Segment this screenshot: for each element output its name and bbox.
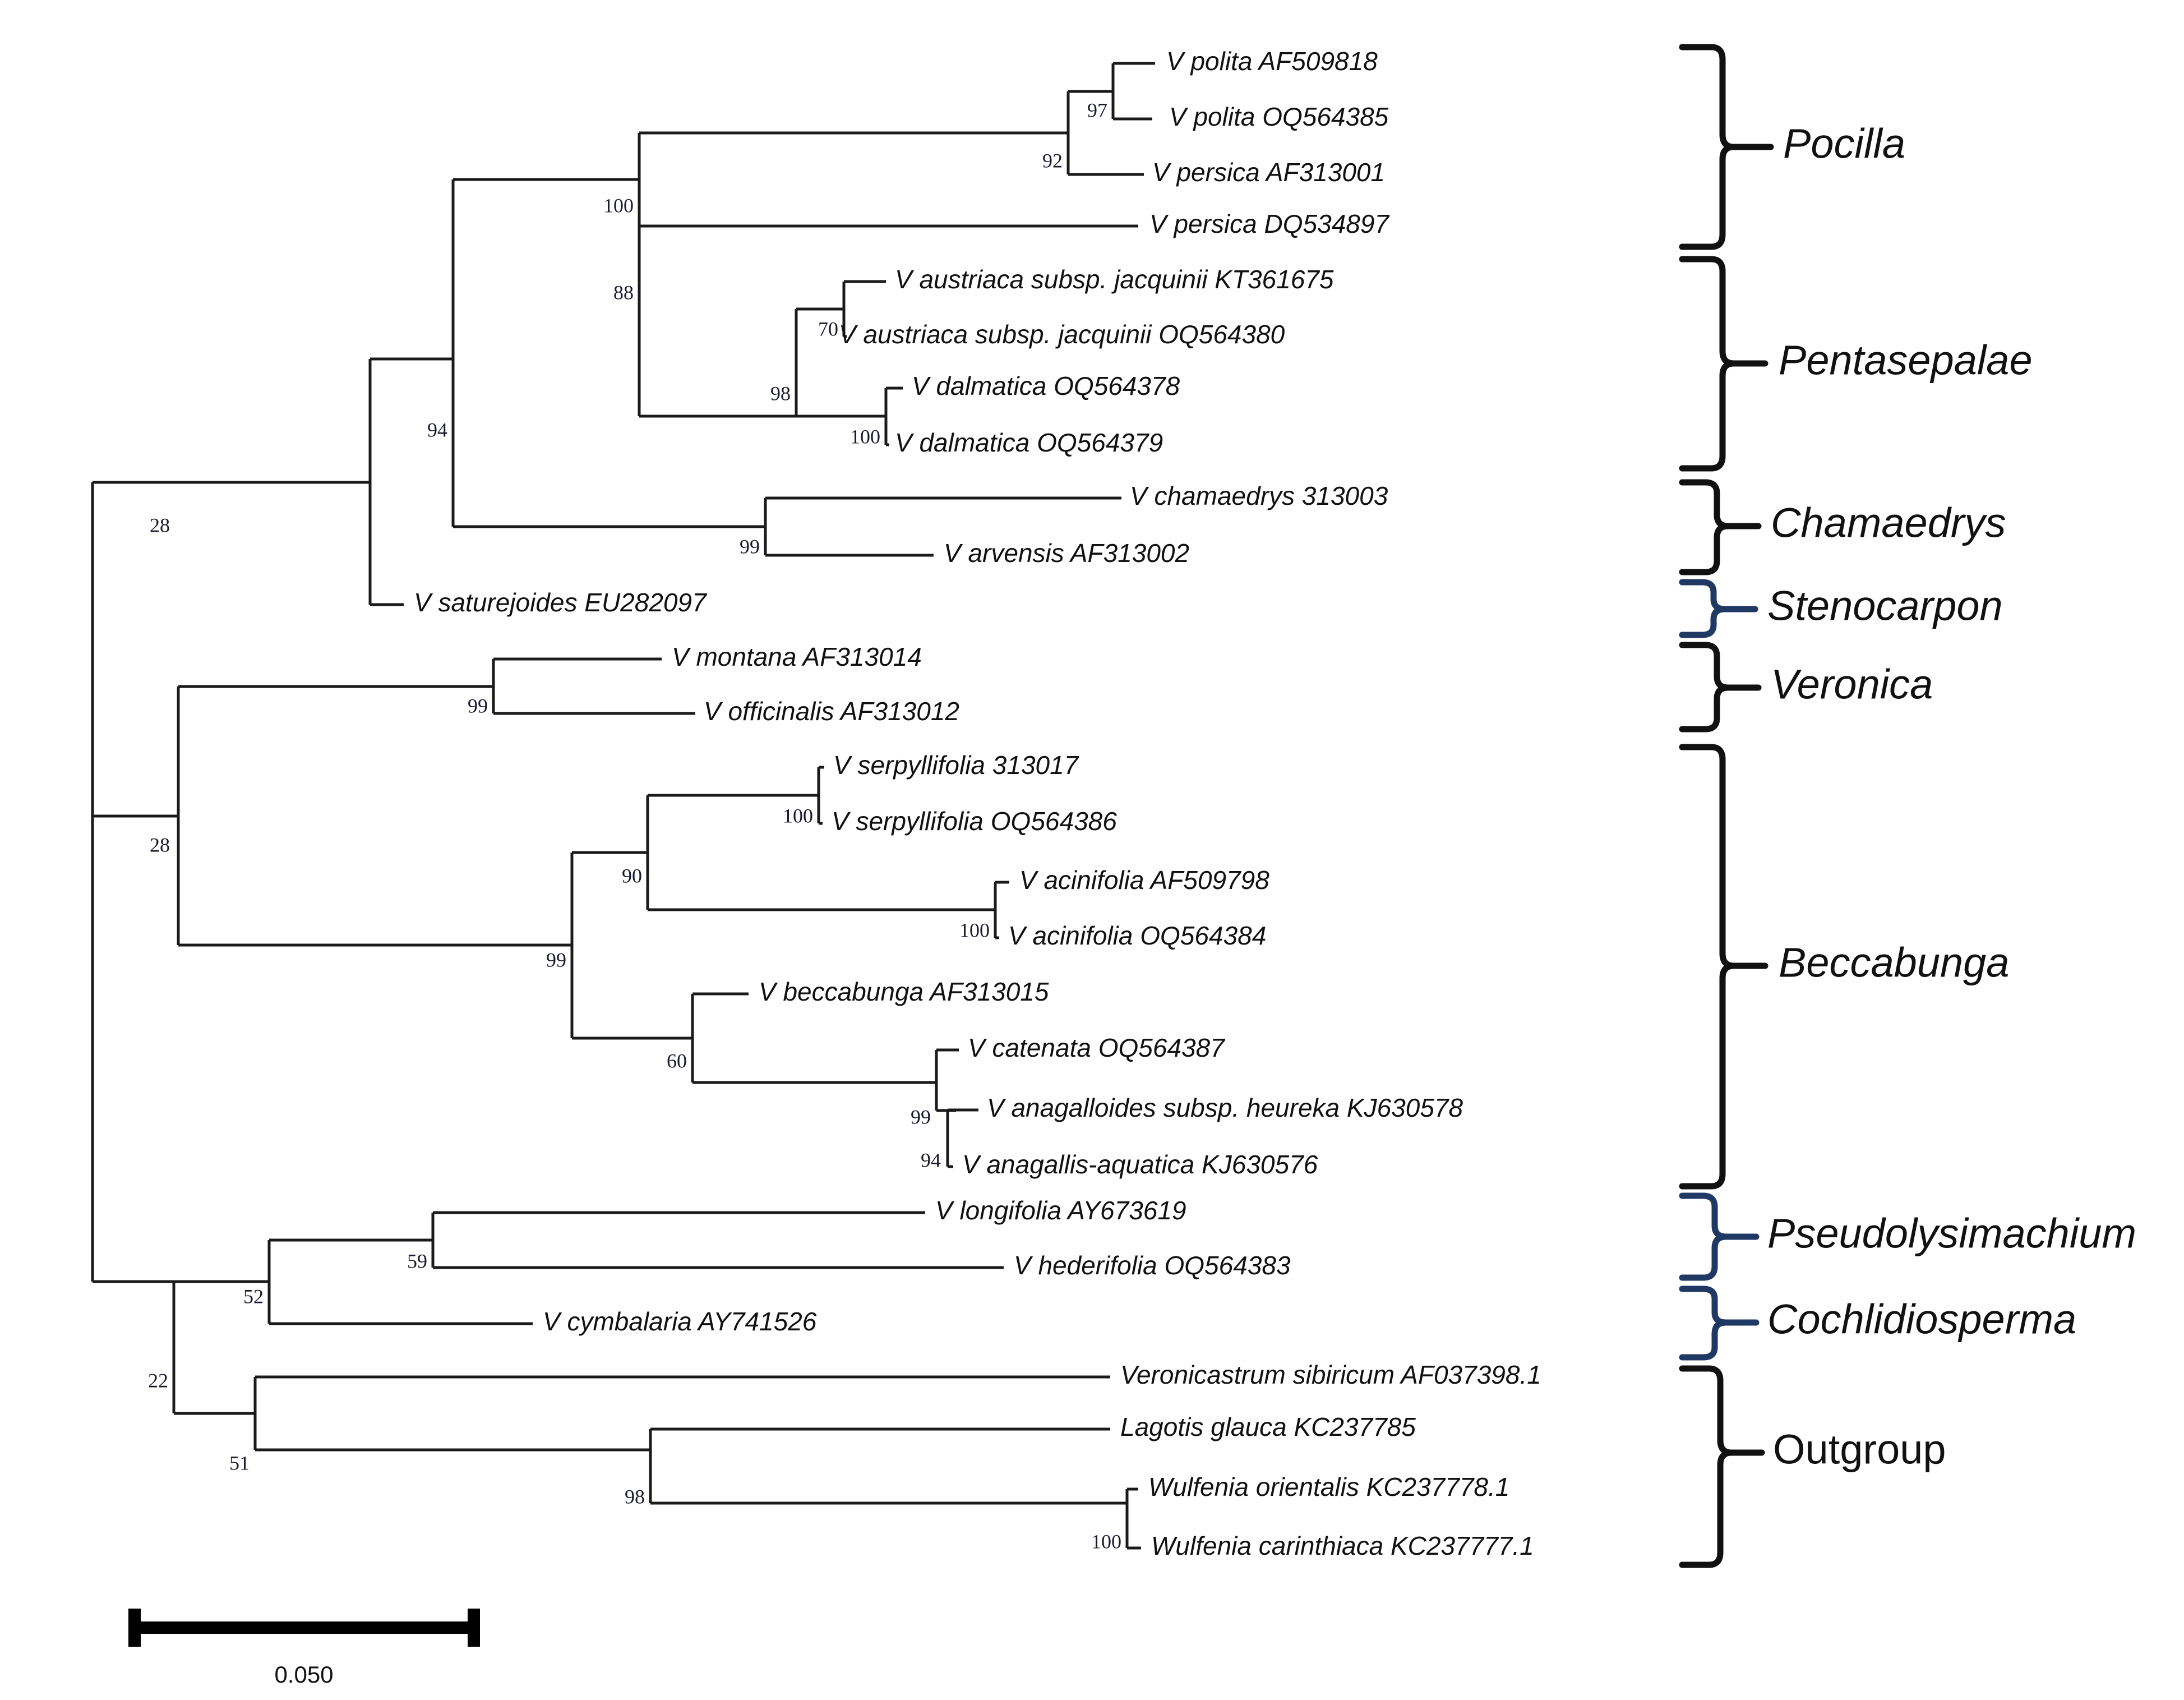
bootstrap-b98b: 98 [625, 1485, 645, 1508]
bootstrap-b100c: 100 [783, 804, 813, 827]
tip-label-t17: V acinifolia OQ564384 [1008, 921, 1266, 950]
bootstrap-b99c: 99 [546, 948, 566, 971]
tip-label-t13: V officinalis AF313012 [704, 697, 959, 726]
tip-label-t4: V persica DQ534897 [1149, 209, 1389, 238]
tip-label-t14: V serpyllifolia 313017 [833, 750, 1079, 780]
bootstrap-b92: 92 [1042, 149, 1063, 172]
tip-label-t25: Veronicastrum sibiricum AF037398.1 [1120, 1360, 1541, 1389]
bootstrap-b97: 97 [1087, 99, 1107, 121]
bootstrap-b98a: 98 [770, 382, 791, 404]
tip-labels: V polita AF509818 V polita OQ564385 V pe… [414, 47, 1541, 1560]
tip-label-t21: V anagallis-aquatica KJ630576 [962, 1150, 1318, 1179]
tip-label-t11: V saturejoides EU282097 [414, 588, 707, 617]
clade-labels: Pocilla Pentasepalae Chamaedrys Stenocar… [1767, 121, 2136, 1473]
bootstrap-b100e: 100 [1091, 1530, 1121, 1552]
bootstrap-b28b: 28 [150, 833, 170, 856]
tip-label-t28: Wulfenia carinthiaca KC237777.1 [1151, 1531, 1534, 1560]
tip-label-t26: Lagotis glauca KC237785 [1120, 1412, 1416, 1441]
bootstrap-b100a: 100 [603, 194, 634, 216]
clade-label-veronica: Veronica [1771, 661, 1933, 708]
bootstrap-b90: 90 [622, 864, 642, 887]
bootstrap-b99d: 99 [911, 1105, 931, 1128]
bootstrap-b60: 60 [667, 1049, 687, 1072]
bootstrap-b100b: 100 [850, 425, 880, 448]
tip-label-t19: V catenata OQ564387 [968, 1033, 1225, 1062]
bootstrap-b94: 94 [427, 418, 447, 441]
clade-label-beccabunga: Beccabunga [1779, 939, 2009, 986]
clade-label-cochlidiosperma: Cochlidiosperma [1767, 1296, 2076, 1343]
tip-label-t2: V polita OQ564385 [1169, 102, 1389, 131]
clade-label-chamaedrys: Chamaedrys [1771, 500, 2006, 546]
tip-label-t20: V anagalloides subsp. heureka KJ630578 [987, 1093, 1463, 1122]
bootstrap-b28a: 28 [150, 514, 170, 536]
tip-label-t23: V hederifolia OQ564383 [1014, 1251, 1291, 1280]
tip-label-t18: V beccabunga AF313015 [759, 977, 1049, 1006]
bootstrap-b59: 59 [407, 1250, 427, 1272]
tip-label-t10: V arvensis AF313002 [944, 538, 1189, 568]
tip-label-t24: V cymbalaria AY741526 [543, 1307, 817, 1336]
bootstrap-b94b: 94 [921, 1149, 941, 1171]
bootstrap-labels: 97 92 100 70 100 98 88 99 94 28 99 100 1… [148, 99, 1121, 1552]
scale-bar: 0.050 [128, 1609, 480, 1688]
bootstrap-b51: 51 [229, 1452, 250, 1474]
bootstrap-b99a: 99 [740, 535, 760, 558]
bootstrap-b22: 22 [148, 1369, 168, 1392]
tip-label-t15: V serpyllifolia OQ564386 [832, 807, 1117, 836]
tip-label-t22: V longifolia AY673619 [935, 1196, 1186, 1225]
tip-label-t8: V dalmatica OQ564379 [895, 428, 1163, 457]
tip-label-t5: V austriaca subsp. jacquinii KT361675 [895, 265, 1334, 294]
bootstrap-b88: 88 [613, 281, 634, 303]
bootstrap-b52: 52 [243, 1285, 264, 1307]
tree-branches [91, 62, 1155, 1550]
clade-label-pocilla: Pocilla [1783, 121, 1905, 167]
tip-label-t1: V polita AF509818 [1166, 47, 1378, 76]
tip-label-t12: V montana AF313014 [672, 642, 922, 671]
clade-label-pentasepalae: Pentasepalae [1779, 337, 2033, 384]
clade-label-pseudolysimachium: Pseudolysimachium [1767, 1210, 2136, 1257]
bootstrap-b70: 70 [818, 317, 838, 340]
tip-label-t7: V dalmatica OQ564378 [912, 371, 1180, 400]
bootstrap-b100d: 100 [959, 919, 990, 941]
tip-label-t6: V austriaca subsp. jacquinii OQ564380 [839, 320, 1285, 349]
clade-label-stenocarpon: Stenocarpon [1767, 583, 2003, 629]
tip-label-t9: V chamaedrys 313003 [1130, 481, 1388, 510]
scale-bar-label: 0.050 [274, 1661, 333, 1688]
clade-label-outgroup: Outgroup [1773, 1426, 1946, 1473]
tip-label-t27: Wulfenia orientalis KC237778.1 [1148, 1472, 1509, 1501]
tip-label-t3: V persica AF313001 [1152, 158, 1385, 187]
bootstrap-b99b: 99 [468, 694, 488, 717]
clade-braces [1679, 44, 1774, 1568]
tip-label-t16: V acinifolia AF509798 [1019, 865, 1269, 895]
